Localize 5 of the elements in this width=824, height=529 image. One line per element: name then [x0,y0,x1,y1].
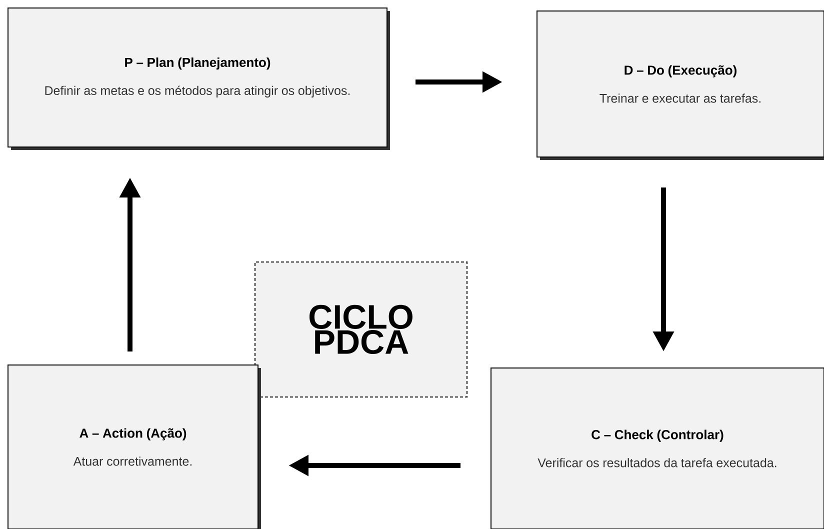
title-box: CICLO PDCA [254,261,468,398]
process-box: D – Do (Execução) Treinar e executar as tarefas. [536,10,824,160]
process-box: A – Action (Ação) Atuar corretivamente. [8,364,261,529]
process-box: P – Plan (Planejamento) Definir as metas e os métodos para atingir os objetivos. [8,8,390,150]
process-box: C – Check (Controlar) Verificar os resultados da tarefa executada. [490,368,824,529]
